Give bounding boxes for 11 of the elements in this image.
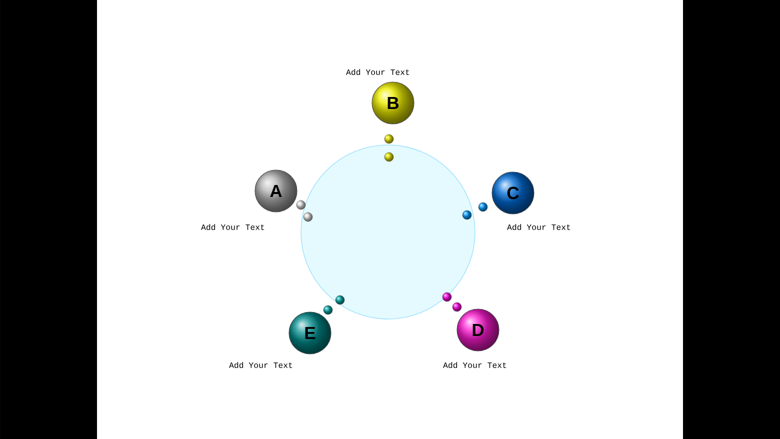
caption-text: Add Your Text [201, 224, 264, 230]
ball: E [288, 312, 332, 354]
ball: B [372, 82, 414, 124]
caption-text: Add Your Text [507, 224, 570, 230]
caption-text: Add Your Text [346, 68, 410, 76]
ball: A [254, 170, 298, 212]
caption-text: Add Your Text [229, 362, 292, 368]
hub-circle [300, 144, 476, 320]
ball: C [492, 172, 534, 214]
ball: D [456, 308, 500, 352]
caption-text: Add Your Text [443, 362, 506, 368]
